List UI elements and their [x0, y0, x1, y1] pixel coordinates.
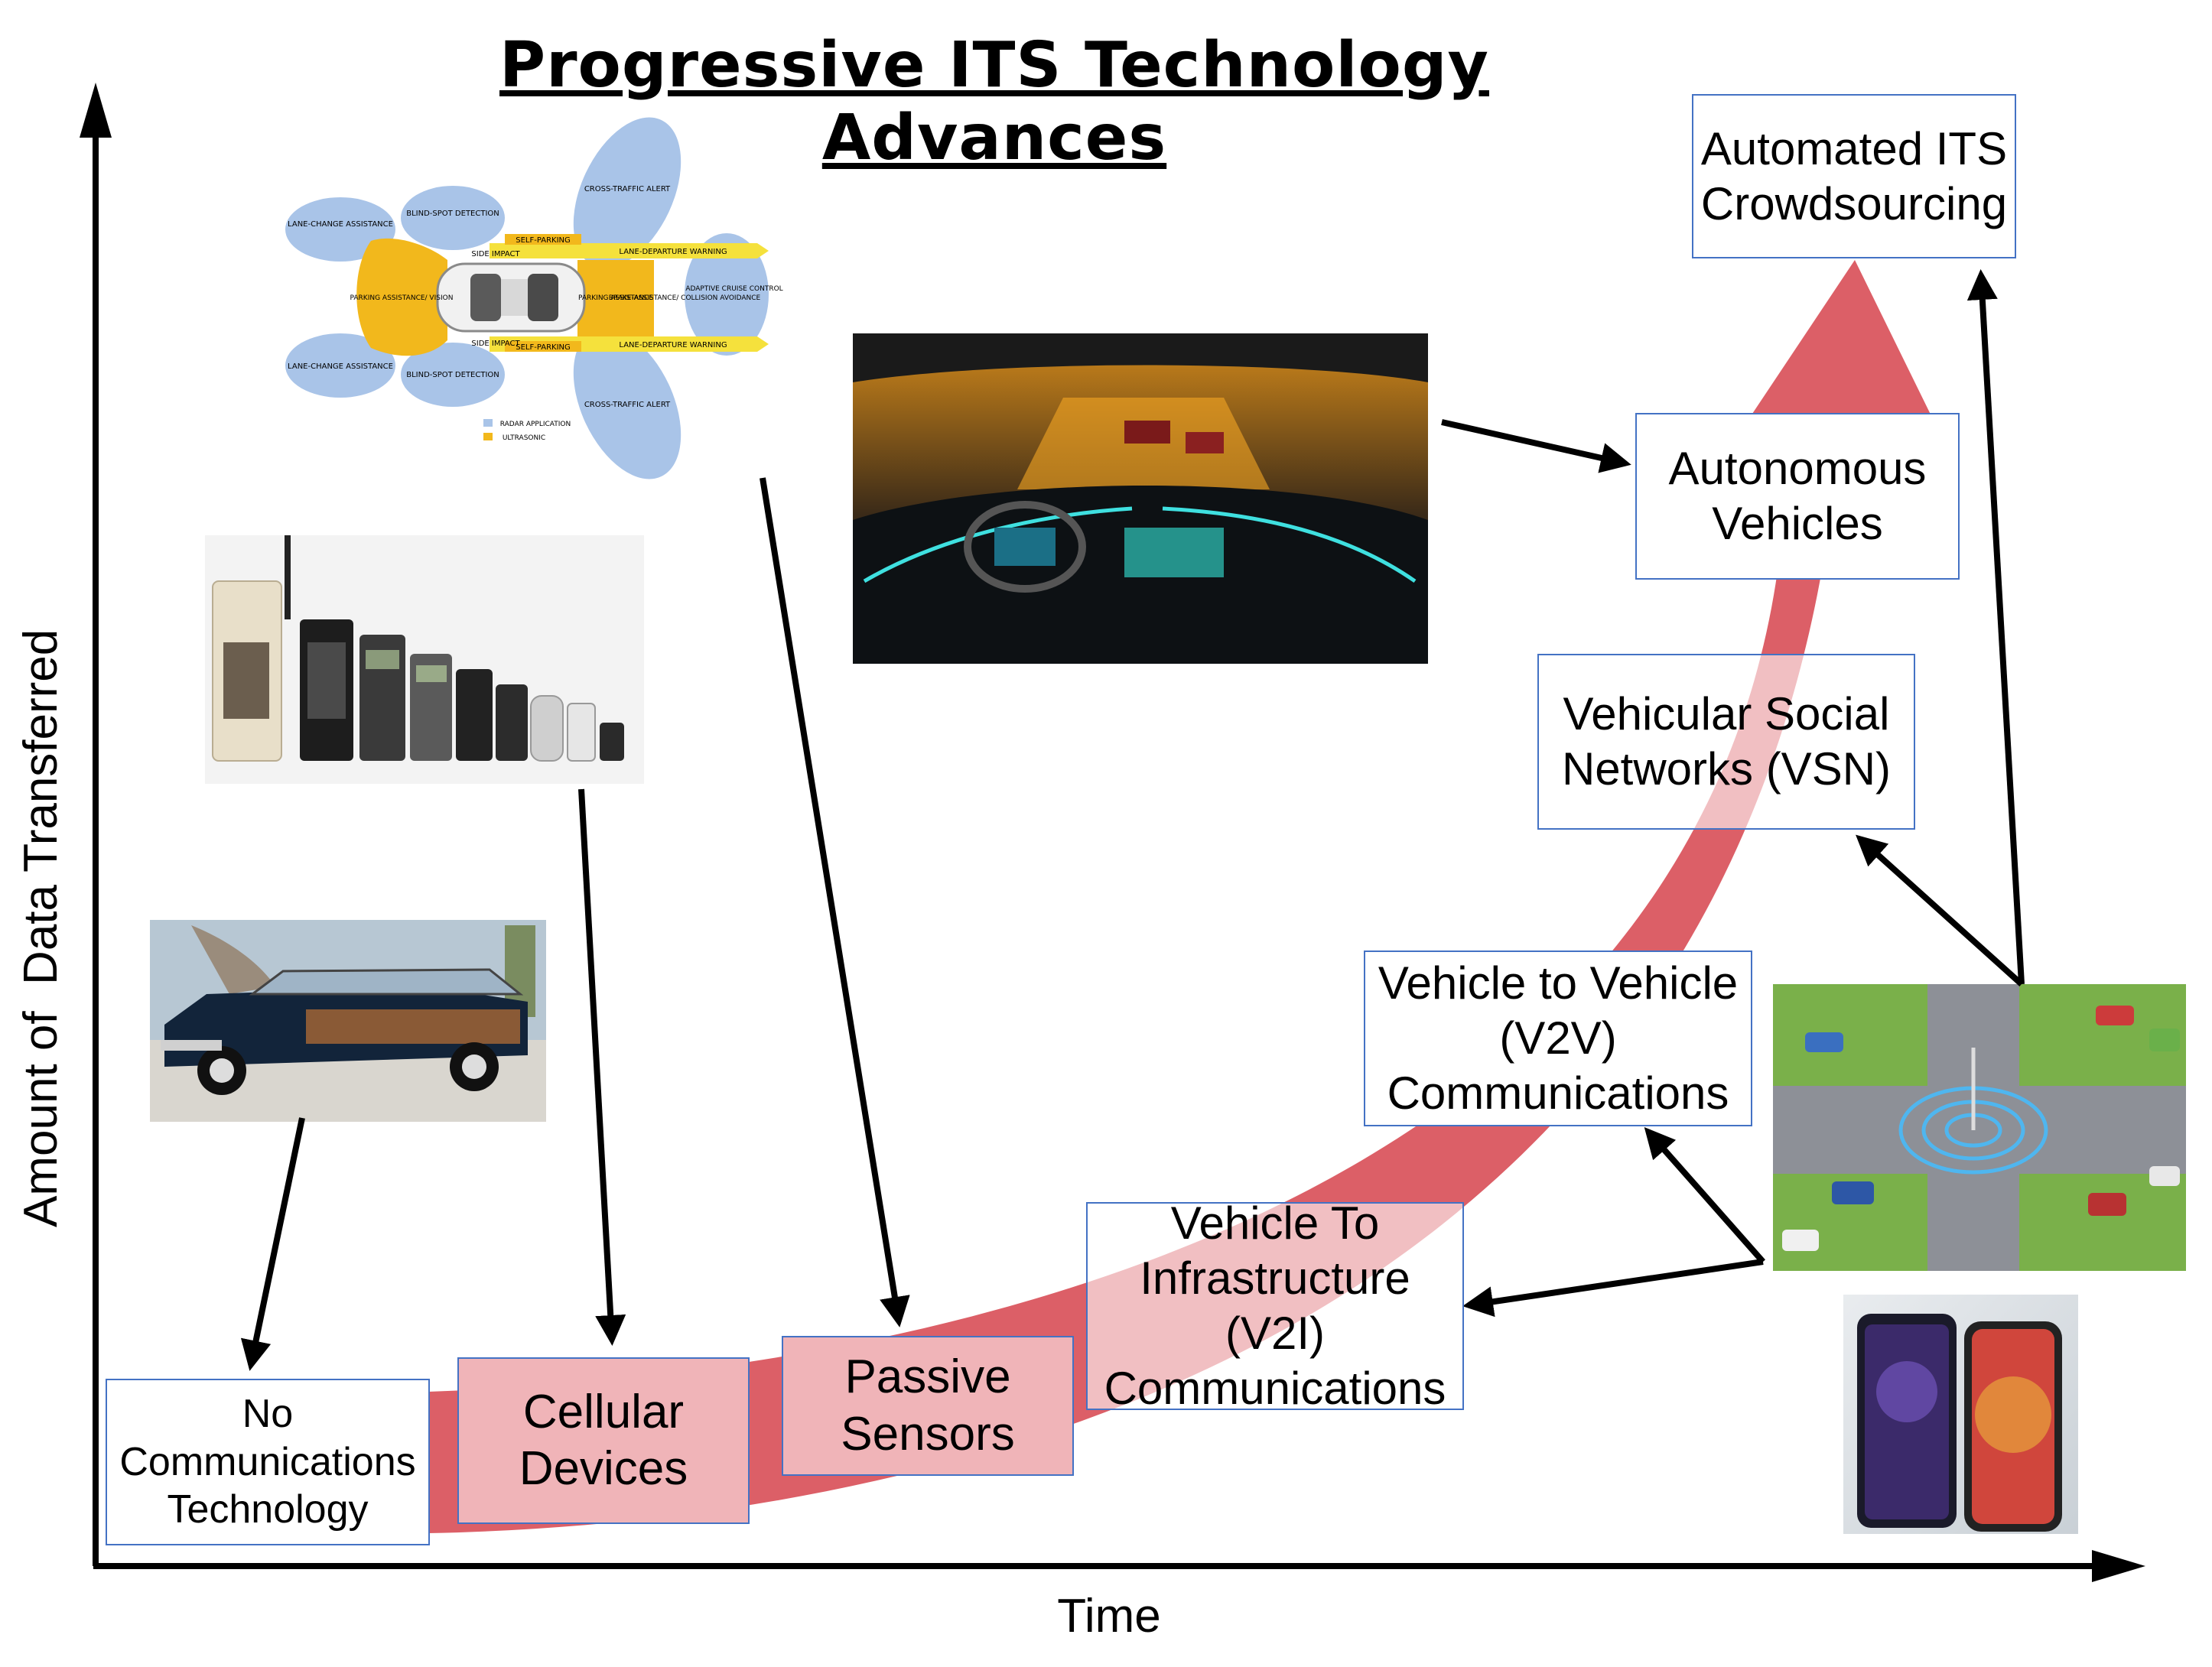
cellphone-evolution-image: [205, 535, 644, 784]
label-self-parking-top: SELF-PARKING: [516, 236, 571, 245]
label-side-impact-bottom: SIDE IMPACT: [471, 340, 520, 348]
label-adaptive-cruise: ADAPTIVE CRUISE CONTROL: [685, 285, 782, 293]
smart-intersection-image: [1773, 984, 2186, 1271]
box-autonomous-vehicles: Autonomous Vehicles: [1635, 413, 1960, 580]
label-lane-change-bottom: LANE-CHANGE ASSISTANCE: [288, 362, 393, 371]
label-lane-departure-top: LANE-DEPARTURE WARNING: [619, 248, 727, 256]
box-v2v-communications-label: Vehicle to Vehicle (V2V) Communications: [1378, 957, 1739, 1119]
box-passive-sensors: Passive Sensors: [782, 1336, 1074, 1476]
smartphones-image: [1843, 1295, 2078, 1534]
box-automated-its-crowdsourcing: Automated ITS Crowdsourcing: [1692, 94, 2016, 258]
box-autonomous-vehicles-label: Autonomous Vehicles: [1668, 443, 1927, 549]
x-axis-label: Time: [1057, 1590, 1161, 1643]
y-axis: [80, 83, 112, 1566]
label-self-parking-bottom: SELF-PARKING: [516, 343, 571, 352]
box-v2i-communications: Vehicle To Infrastructure (V2I) Communic…: [1086, 1197, 1464, 1414]
label-side-impact-top: SIDE IMPACT: [471, 250, 520, 258]
label-brake-assist: BRAKE-ASSISTANCE/ COLLISION AVOIDANCE: [609, 294, 761, 302]
classic-car-image: [150, 920, 546, 1122]
legend-ultrasonic: ULTRASONIC: [503, 434, 545, 442]
label-lane-change-top: LANE-CHANGE ASSISTANCE: [288, 220, 393, 229]
y-axis-label: Amount of Data Transferred: [15, 629, 67, 1227]
box-vehicular-social-networks: Vehicular Social Networks (VSN): [1537, 654, 1915, 830]
car-sensor-diagram-image: LANE-CHANGE ASSISTANCE BLIND-SPOT DETECT…: [285, 117, 783, 479]
label-lane-departure-bottom: LANE-DEPARTURE WARNING: [619, 341, 727, 349]
page-title: Progressive ITS Technology Advances: [499, 29, 1489, 174]
box-v2i-communications-label: Vehicle To Infrastructure (V2I) Communic…: [1104, 1197, 1446, 1414]
box-no-communications-label: No Communications Technology: [119, 1392, 416, 1532]
autonomous-car-interior-image: [853, 333, 1428, 664]
label-parking-vision: PARKING ASSISTANCE/ VISION: [350, 294, 454, 302]
box-passive-sensors-label: Passive Sensors: [841, 1350, 1015, 1461]
label-cross-traffic-bottom: CROSS-TRAFFIC ALERT: [584, 401, 671, 409]
box-cellular-devices-label: Cellular Devices: [519, 1385, 688, 1495]
label-blind-spot-top: BLIND-SPOT DETECTION: [406, 210, 499, 218]
box-vehicular-social-networks-label: Vehicular Social Networks (VSN): [1561, 688, 1892, 795]
box-v2v-communications: Vehicle to Vehicle (V2V) Communications: [1364, 950, 1752, 1126]
box-cellular-devices: Cellular Devices: [457, 1357, 750, 1524]
pointer-arrows: [240, 269, 2025, 1371]
label-cross-traffic-top: CROSS-TRAFFIC ALERT: [584, 185, 671, 193]
box-automated-its-crowdsourcing-label: Automated ITS Crowdsourcing: [1700, 122, 2008, 229]
label-parking-front: PARKING ASSISTANCE: [578, 294, 653, 302]
legend-radar: RADAR APPLICATION: [500, 421, 571, 428]
box-no-communications: No Communications Technology: [106, 1379, 430, 1545]
label-blind-spot-bottom: BLIND-SPOT DETECTION: [406, 371, 499, 379]
x-axis: [93, 1550, 2145, 1582]
